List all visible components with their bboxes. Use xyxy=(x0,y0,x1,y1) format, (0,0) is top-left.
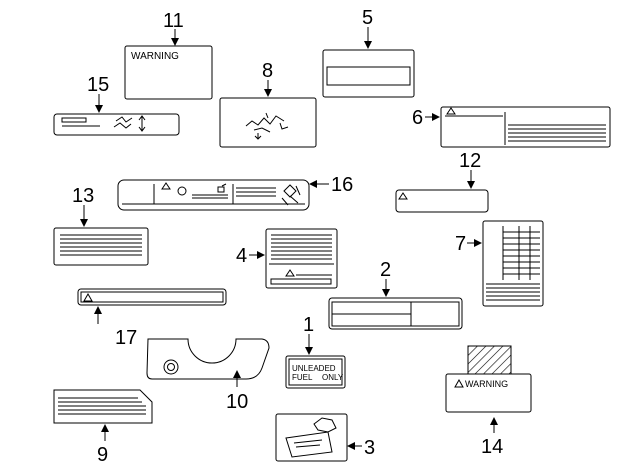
callout-15: 15 xyxy=(87,74,109,96)
label-15: 15 xyxy=(53,74,180,136)
circle-icon xyxy=(177,186,187,196)
card-icon xyxy=(285,431,333,458)
callout-11: 11 xyxy=(163,10,184,32)
label-9: 9 xyxy=(53,389,153,466)
warning-text-14: WARNING xyxy=(465,379,508,389)
label-2: 2 xyxy=(328,259,463,330)
nut-icon xyxy=(163,359,179,375)
label-7: 7 xyxy=(455,220,544,307)
callout-6: 6 xyxy=(412,107,423,129)
callout-12: 12 xyxy=(459,150,481,172)
callout-2: 2 xyxy=(380,259,391,281)
warning-triangle-icon xyxy=(446,107,456,115)
unleaded-text: UNLEADED xyxy=(292,364,336,373)
callout-3: 3 xyxy=(364,437,375,459)
callout-7: 7 xyxy=(455,233,466,255)
callout-5: 5 xyxy=(362,7,373,29)
callout-14: 14 xyxy=(481,436,503,458)
warning-triangle-icon xyxy=(161,182,171,190)
callout-13: 13 xyxy=(72,185,94,207)
callout-4: 4 xyxy=(236,245,247,267)
engine-routing-icon xyxy=(245,112,289,133)
seat-diagram-icon xyxy=(113,116,133,129)
wrench-diagram-icon xyxy=(281,184,301,206)
hatched-area xyxy=(467,345,512,375)
callout-16: 16 xyxy=(331,174,353,196)
callout-17: 17 xyxy=(115,327,137,349)
label-11-warning: 11 WARNING xyxy=(124,10,213,100)
warning-triangle-icon xyxy=(398,192,408,200)
up-down-arrow-icon xyxy=(138,115,146,132)
warning-text-11: WARNING xyxy=(131,51,179,62)
label-16: 16 xyxy=(117,174,353,211)
warning-triangle-icon xyxy=(83,292,93,302)
fuel-text: FUEL xyxy=(292,373,313,382)
label-1-unleaded-fuel: 1 UNLEADED FUEL ONLY xyxy=(285,314,346,389)
label-8: 8 xyxy=(219,60,317,148)
label-6: 6 xyxy=(412,106,611,148)
label-10: 10 xyxy=(146,338,270,413)
callout-1: 1 xyxy=(303,314,314,336)
callout-10: 10 xyxy=(226,391,248,413)
only-text: ONLY xyxy=(322,373,344,382)
tool-icon xyxy=(217,183,227,193)
label-3: 3 xyxy=(275,413,375,462)
label-17: 17 xyxy=(77,288,227,349)
label-14-warning: WARNING 14 xyxy=(445,345,532,458)
car-icon xyxy=(313,417,337,433)
label-4: 4 xyxy=(236,228,338,289)
label-13: 13 xyxy=(53,185,149,266)
label-5: 5 xyxy=(322,7,415,98)
callout-8: 8 xyxy=(262,60,273,82)
warning-triangle-icon xyxy=(285,269,295,277)
callout-9: 9 xyxy=(97,444,108,466)
label-12: 12 xyxy=(395,150,489,213)
warning-triangle-icon xyxy=(454,378,464,388)
